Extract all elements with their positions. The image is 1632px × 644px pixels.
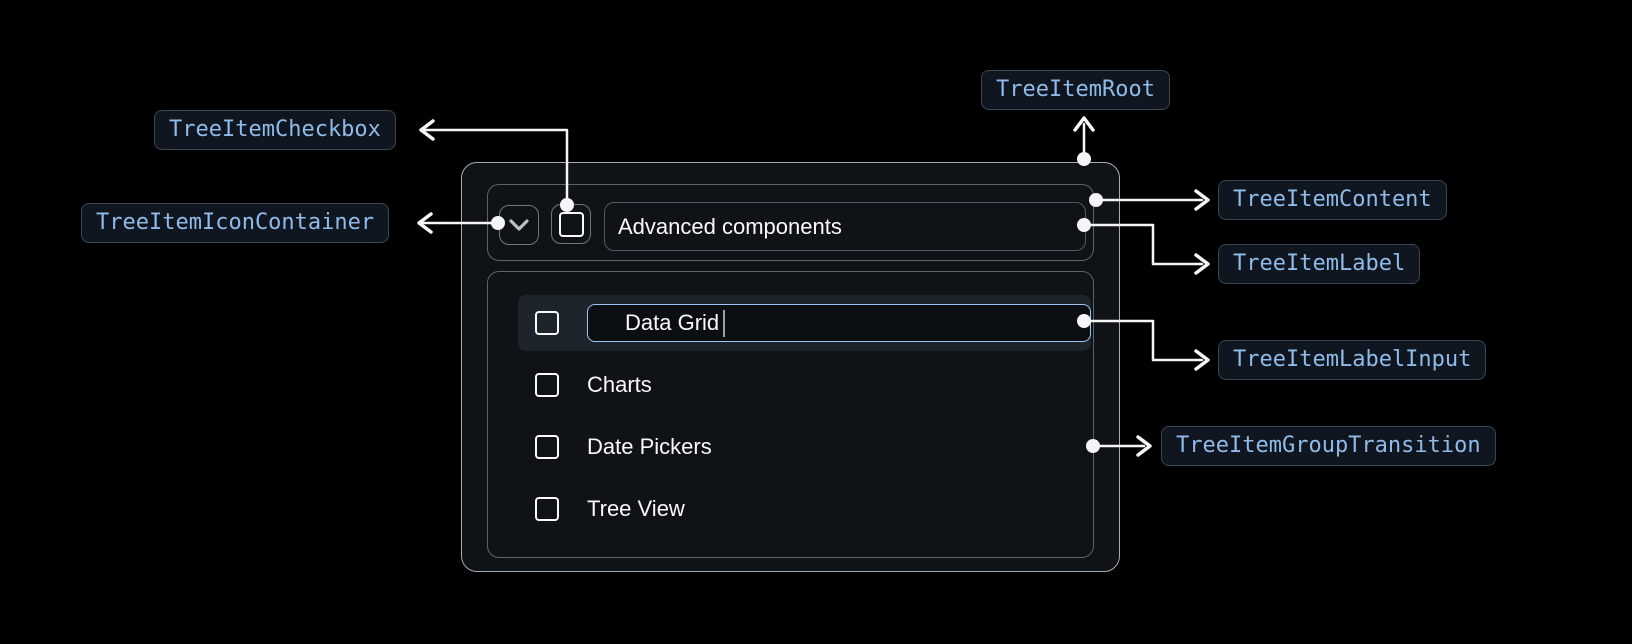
arrowhead-checkbox xyxy=(419,119,435,141)
annotation-tree-item-group-transition: TreeItemGroupTransition xyxy=(1161,426,1496,466)
arrowhead-root xyxy=(1073,116,1095,132)
annotation-tree-item-checkbox: TreeItemCheckbox xyxy=(154,110,396,150)
tree-item-label[interactable]: Advanced components xyxy=(604,202,1086,251)
arrowhead-group-transition xyxy=(1136,435,1152,457)
annotation-tree-item-label-input: TreeItemLabelInput xyxy=(1218,340,1487,380)
label-input-value: Data Grid xyxy=(625,310,720,335)
tree-item-root: Advanced components Data Grid Charts Dat… xyxy=(461,162,1120,572)
text-caret xyxy=(723,309,726,337)
checkbox-square-icon[interactable] xyxy=(535,311,559,335)
chevron-down-icon xyxy=(509,219,529,231)
checkbox-square-icon[interactable] xyxy=(535,435,559,459)
annotation-tree-item-root: TreeItemRoot xyxy=(981,70,1170,110)
annotation-tree-item-content: TreeItemContent xyxy=(1218,180,1447,220)
parent-item-label-text: Advanced components xyxy=(618,213,842,239)
tree-item-label-text: Date Pickers xyxy=(587,434,712,459)
arrowhead-label xyxy=(1194,253,1210,275)
annotation-tree-item-icon-container: TreeItemIconContainer xyxy=(81,203,390,243)
tree-item-label-input[interactable]: Data Grid xyxy=(587,304,1091,342)
tree-item-date-pickers[interactable]: Date Pickers xyxy=(518,424,1091,470)
tree-item-group-transition: Data Grid Charts Date Pickers Tree View xyxy=(487,271,1094,558)
tree-item-data-grid[interactable]: Data Grid xyxy=(518,295,1091,351)
checkbox-square-icon[interactable] xyxy=(535,373,559,397)
tree-item-checkbox[interactable] xyxy=(551,204,591,244)
tree-item-tree-view[interactable]: Tree View xyxy=(518,486,1091,532)
arrowhead-icon-container xyxy=(417,212,433,234)
arrowhead-content xyxy=(1194,189,1210,211)
checkbox-square-icon xyxy=(558,211,584,237)
tree-item-content[interactable]: Advanced components xyxy=(487,184,1094,261)
annotation-tree-item-label: TreeItemLabel xyxy=(1218,244,1421,284)
tree-item-label-text: Charts xyxy=(587,372,652,397)
checkbox-square-icon[interactable] xyxy=(535,497,559,521)
tree-item-icon-container[interactable] xyxy=(499,205,539,245)
arrowhead-label-input xyxy=(1194,349,1210,371)
tree-item-charts[interactable]: Charts xyxy=(518,362,1091,408)
tree-item-label-text: Tree View xyxy=(587,496,685,521)
